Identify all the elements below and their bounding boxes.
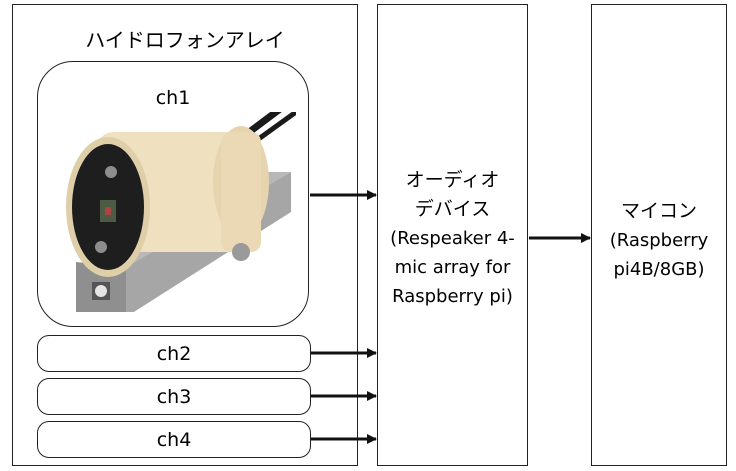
audio-device-line5: Raspberry pi) bbox=[392, 286, 513, 307]
audio-device-line3: (Respeaker 4- bbox=[390, 228, 515, 249]
rail-hole bbox=[95, 285, 107, 297]
audio-device-label: オーディオ デバイス (Respeaker 4- mic array for R… bbox=[377, 166, 528, 311]
hydrophone-photo bbox=[66, 112, 296, 312]
ch3-box: ch3 bbox=[37, 378, 311, 415]
clamp-bolt bbox=[232, 243, 250, 261]
ch4-box: ch4 bbox=[37, 421, 311, 458]
ch1-label: ch1 bbox=[155, 87, 191, 109]
screw-bottom bbox=[95, 241, 107, 253]
audio-device-box bbox=[377, 4, 528, 466]
mcu-box bbox=[591, 4, 727, 466]
mcu-line1: マイコン bbox=[620, 200, 697, 222]
ch2-box: ch2 bbox=[37, 335, 311, 372]
mcu-line2: (Raspberry bbox=[609, 230, 709, 251]
mcu-line3: pi4B/8GB) bbox=[613, 259, 705, 280]
clamp bbox=[221, 132, 261, 252]
hydrophone-array-title: ハイドロフォンアレイ bbox=[85, 28, 285, 52]
audio-device-line4: mic array for bbox=[394, 257, 511, 278]
audio-device-line2: デバイス bbox=[414, 198, 491, 220]
screw-top bbox=[105, 166, 117, 178]
mcu-label: マイコン (Raspberry pi4B/8GB) bbox=[591, 197, 727, 284]
audio-device-line1: オーディオ bbox=[405, 169, 500, 191]
